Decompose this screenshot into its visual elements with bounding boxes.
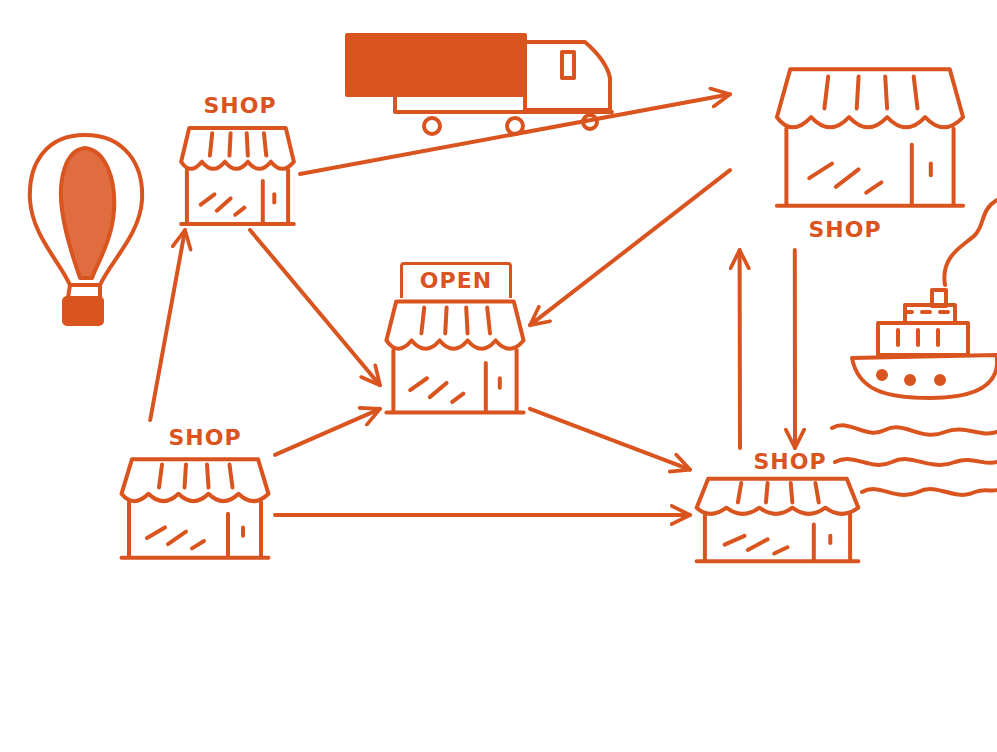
awning-stripes <box>738 483 819 502</box>
shop-outline <box>695 476 860 564</box>
truck-wheel <box>424 118 440 134</box>
flow-arrow <box>530 170 730 325</box>
wave-line <box>862 489 997 495</box>
shop-door <box>261 181 265 223</box>
shop-awning <box>697 479 859 514</box>
ship-cabin-lines <box>898 330 938 345</box>
shop-walls <box>705 515 850 561</box>
balloon-basket <box>64 298 102 324</box>
shop-door <box>910 145 914 204</box>
awning-stripes <box>421 307 490 333</box>
shop-label: SHOP <box>160 422 250 454</box>
wave-line <box>835 459 997 465</box>
shop-awning <box>181 128 294 169</box>
awning-stripes <box>210 133 266 155</box>
shop-outline <box>775 65 965 210</box>
flow-arrow <box>300 94 730 174</box>
shop-floor <box>122 556 269 560</box>
shop-floor <box>181 222 294 226</box>
shop-label: SHOP <box>745 448 835 476</box>
door-handle <box>241 527 245 535</box>
flow-arrow <box>275 513 690 517</box>
window-glint <box>725 536 788 554</box>
flow-arrow <box>275 409 380 455</box>
shop-door <box>226 514 230 557</box>
truck-wheel <box>507 118 523 134</box>
balloon-envelope <box>30 135 142 285</box>
shop-label: SHOP <box>800 212 890 248</box>
ship-porthole <box>936 376 944 384</box>
shop-outline <box>180 125 295 227</box>
shop-node: SHOP <box>690 448 865 568</box>
water-waves <box>832 425 997 495</box>
ship-smoke <box>944 200 997 285</box>
shop-door <box>812 524 816 560</box>
door-handle <box>929 164 933 176</box>
flow-arrow <box>530 409 690 470</box>
ship-cabin <box>878 323 968 355</box>
shop-outline <box>385 298 525 416</box>
door-handle <box>828 536 832 543</box>
window-glint <box>201 194 245 214</box>
ship-porthole <box>878 371 886 379</box>
flow-arrow <box>738 250 742 448</box>
shop-node: OPEN <box>380 262 530 420</box>
shop-walls <box>187 170 288 223</box>
balloon-fill <box>61 148 114 278</box>
truck-window <box>562 52 574 78</box>
shop-awning <box>777 69 963 127</box>
awning-stripes <box>159 464 233 487</box>
shop-floor <box>777 204 963 208</box>
shop-walls <box>129 502 261 557</box>
shop-awning <box>386 302 523 349</box>
truck-wheel <box>583 115 597 129</box>
balloon-illustration <box>30 135 142 324</box>
shop-node: SHOP <box>115 420 275 565</box>
shop-label: SHOP <box>195 90 285 122</box>
window-glint <box>410 378 463 402</box>
truck-illustration <box>347 35 612 134</box>
ship-bridge <box>905 305 955 323</box>
truck-chassis <box>395 95 612 112</box>
shop-walls <box>393 350 516 411</box>
shop-outline <box>120 456 270 561</box>
open-sign: OPEN <box>400 262 512 298</box>
shop-floor <box>697 559 859 563</box>
flow-arrow <box>150 230 185 420</box>
shop-walls <box>786 129 953 204</box>
truck-cab <box>525 42 610 110</box>
wave-line <box>832 425 997 434</box>
door-handle <box>498 378 502 387</box>
shop-node: SHOP <box>730 60 970 250</box>
door-handle <box>272 194 276 202</box>
shop-awning <box>122 459 269 501</box>
ship-porthole <box>906 376 914 384</box>
truck-cargo <box>347 35 525 95</box>
ship-hull <box>852 355 997 398</box>
flow-arrow <box>250 230 380 385</box>
window-glint <box>809 164 881 193</box>
window-glint <box>147 527 204 548</box>
flow-arrow <box>793 250 797 448</box>
shop-node: SHOP <box>175 90 300 230</box>
ship-windows <box>905 310 948 314</box>
shop-door <box>484 363 488 411</box>
awning-stripes <box>824 77 917 109</box>
shop-floor <box>386 410 523 414</box>
